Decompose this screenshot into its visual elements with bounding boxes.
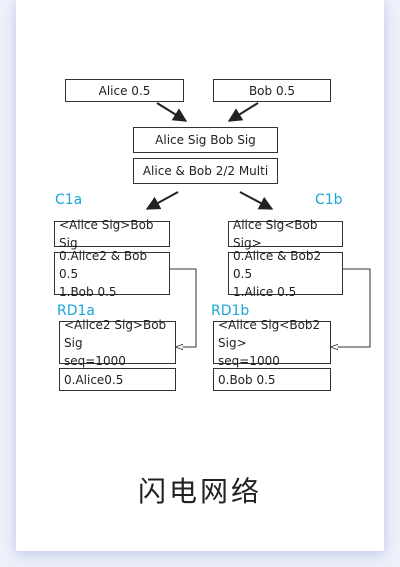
funding-sigs-label: Alice Sig Bob Sig	[155, 133, 256, 147]
c1b-sig-box: Alice Sig<Bob Sig>	[228, 218, 343, 250]
arrow-bob-to-funding	[227, 102, 259, 122]
c1a-output-1: 1.Bob 0.5	[59, 284, 117, 299]
c1a-output-0: 0.Alice2 & Bob 0.5	[59, 248, 148, 281]
page-title: 闪电网络	[137, 475, 262, 508]
arrow-funding-to-c1b	[239, 191, 274, 210]
rd1b-output-label: 0.Bob 0.5	[218, 372, 276, 387]
alice-input-label: Alice 0.5	[98, 83, 151, 98]
connector-c1a-to-rd1a	[170, 268, 197, 347]
rd1a-seq-label: seq=1000	[64, 353, 126, 368]
c1a-sig-box: <Alice Sig>Bob Sig	[54, 218, 170, 250]
rd1a-label: RD1a	[57, 303, 95, 319]
rd1b-label: RD1b	[211, 303, 250, 319]
funding-multisig-box: Alice & Bob 2/2 Multi	[133, 158, 278, 184]
alice-input-box: Alice 0.5	[65, 79, 184, 102]
bob-input-box: Bob 0.5	[213, 79, 331, 102]
c1b-output-0: 0.Alice & Bob2 0.5	[233, 248, 322, 281]
rd1b-sig-label: <Alice Sig<Bob2 Sig>	[218, 317, 321, 350]
arrow-alice-to-funding	[156, 102, 188, 122]
rd1a-sig-label: <Alice2 Sig>Bob Sig	[64, 317, 167, 350]
funding-sigs-box: Alice Sig Bob Sig	[133, 127, 278, 153]
c1b-sig-label: Alice Sig<Bob Sig>	[233, 218, 318, 250]
c1a-sig-label: <Alice Sig>Bob Sig	[59, 218, 154, 250]
rd1a-sig-box: <Alice2 Sig>Bob Sig seq=1000	[59, 318, 176, 368]
connector-c1b-to-rd1b	[331, 268, 371, 347]
c1b-label: C1b	[315, 192, 343, 208]
rd1b-output-box: 0.Bob 0.5	[213, 368, 331, 391]
rd1a-output-label: 0.Alice0.5	[64, 372, 124, 387]
c1b-outputs-box: 0.Alice & Bob2 0.5 1.Alice 0.5	[228, 249, 343, 299]
funding-multisig-label: Alice & Bob 2/2 Multi	[142, 164, 269, 178]
bob-input-label: Bob 0.5	[248, 83, 296, 98]
arrow-funding-to-c1a	[145, 191, 179, 210]
rd1b-sig-box: <Alice Sig<Bob2 Sig> seq=1000	[213, 318, 331, 368]
c1a-label: C1a	[55, 192, 83, 208]
c1a-outputs-box: 0.Alice2 & Bob 0.5 1.Bob 0.5	[54, 249, 170, 299]
rd1b-seq-label: seq=1000	[218, 353, 280, 368]
c1b-output-1: 1.Alice 0.5	[233, 284, 297, 299]
rd1a-output-box: 0.Alice0.5	[59, 368, 176, 391]
